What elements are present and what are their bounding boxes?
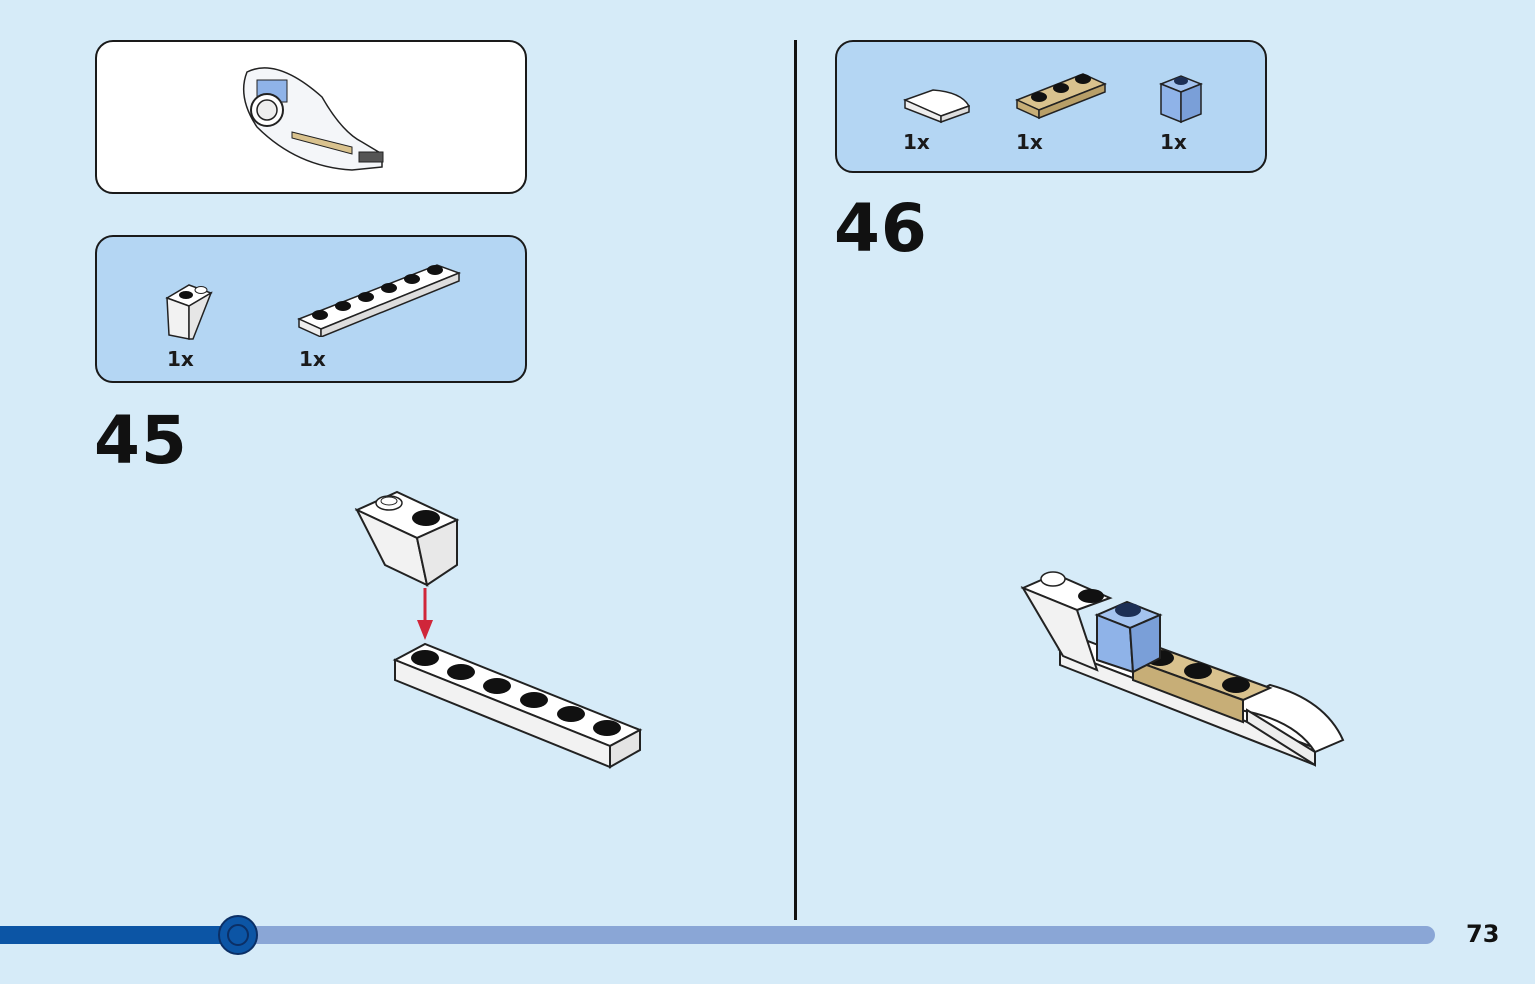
page-number: 73 (1466, 920, 1500, 948)
part-qty: 1x (1016, 130, 1043, 154)
progress-knob-icon[interactable] (218, 915, 258, 955)
part-qty: 1x (903, 130, 930, 154)
step-45-build-illustration (354, 490, 643, 769)
parts-list-panel: 1x 1x (95, 235, 527, 383)
page-divider (794, 40, 797, 920)
white-1x6-plate-icon (297, 264, 462, 337)
step-number: 45 (94, 402, 188, 479)
progress-fill (0, 926, 238, 944)
blue-1x1-brick-icon (1158, 75, 1204, 124)
tan-1x3-plate-icon (1015, 73, 1107, 120)
step-46-build-illustration (1020, 571, 1345, 767)
white-inverted-slope-brick-icon (165, 284, 213, 340)
submodel-callout-panel (95, 40, 527, 194)
progress-track (0, 926, 1435, 944)
step-number: 46 (834, 190, 928, 267)
submodel-assembly-image (242, 67, 384, 171)
parts-list-panel: 1x 1x 1x (835, 40, 1267, 173)
part-qty: 1x (1160, 130, 1187, 154)
part-qty: 1x (167, 347, 194, 371)
white-curved-slope-tile-icon (902, 89, 971, 124)
part-qty: 1x (299, 347, 326, 371)
